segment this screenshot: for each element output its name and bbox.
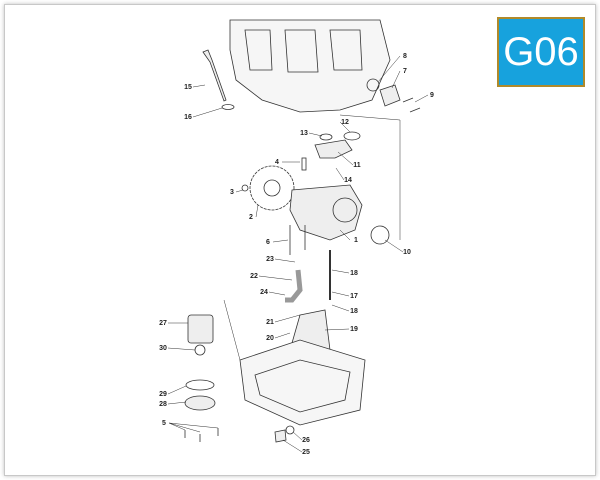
part-label-23: 23 (266, 256, 274, 263)
part-label-6: 6 (266, 239, 270, 246)
section-code-badge: G06 (497, 17, 585, 87)
dipstick-oring (221, 104, 235, 110)
part-label-26: 26 (302, 437, 310, 444)
oring-12 (343, 131, 361, 141)
oring-10 (370, 225, 390, 245)
part-label-1: 1 (354, 237, 358, 244)
part-label-18: 18 (350, 270, 358, 277)
part-label-30: 30 (159, 345, 167, 352)
leader-lines (167, 55, 429, 453)
oil-pump-1 (289, 184, 363, 241)
part-label-24: 24 (260, 289, 268, 296)
part-label-14: 14 (344, 177, 352, 184)
dipstick (202, 49, 227, 102)
part-label-15: 15 (184, 84, 192, 91)
part-label-27: 27 (159, 320, 167, 327)
part-label-5: 5 (162, 420, 166, 427)
oil-pan (239, 339, 366, 426)
part-label-20: 20 (266, 335, 274, 342)
screws-9 (402, 97, 421, 113)
oil-filter-27 (187, 314, 214, 344)
part-label-10: 10 (403, 249, 411, 256)
part-label-21: 21 (266, 319, 274, 326)
bolts-6 (289, 225, 306, 255)
gear-2 (249, 165, 295, 211)
part-label-19: 19 (350, 326, 358, 333)
screws-5 (184, 428, 219, 442)
oring-8 (366, 78, 380, 92)
part-drawings (167, 19, 429, 453)
part-label-22: 22 (250, 273, 258, 280)
part-label-29: 29 (159, 391, 167, 398)
pin-4 (301, 157, 307, 171)
part-label-28: 28 (159, 401, 167, 408)
part-label-17: 17 (350, 293, 358, 300)
fitting-7 (379, 84, 401, 107)
part-label-13: 13 (300, 130, 308, 137)
part-label-16: 16 (184, 114, 192, 121)
part-label-3: 3 (230, 189, 234, 196)
part-label-9: 9 (430, 92, 434, 99)
part-number-labels: 1516879121311144321106231822241718211927… (159, 53, 434, 456)
part-label-2: 2 (249, 214, 253, 221)
fitting-11 (314, 139, 353, 159)
part-label-7: 7 (403, 68, 407, 75)
engine-crankcase (229, 19, 391, 113)
oring-13 (319, 133, 333, 141)
washer-3 (241, 184, 249, 192)
part-label-25: 25 (302, 449, 310, 456)
cover-28 (184, 395, 216, 411)
part-label-8: 8 (403, 53, 407, 60)
oring-29 (185, 379, 215, 391)
washer-26 (285, 425, 295, 435)
pipe-22 (285, 269, 303, 303)
part-label-12: 12 (341, 119, 349, 126)
part-label-18: 18 (350, 308, 358, 315)
nipple-30 (194, 344, 206, 356)
drain-plug-25 (274, 429, 287, 443)
part-label-4: 4 (275, 159, 279, 166)
part-label-11: 11 (353, 162, 361, 169)
